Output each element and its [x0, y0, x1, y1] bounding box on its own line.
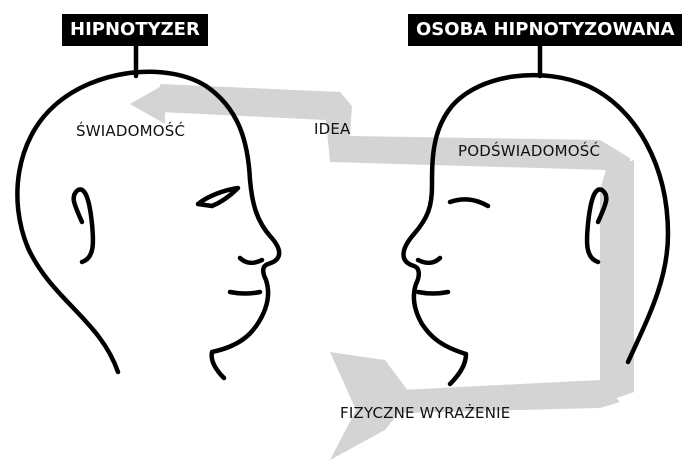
right-eye [450, 199, 488, 206]
hypnotist-tag: HIPNOTYZER [62, 14, 208, 46]
flow-band-top [160, 84, 630, 190]
right-mouth [418, 292, 448, 294]
hypnotized-person-tag: OSOBA HIPNOTYZOWANA [408, 14, 682, 46]
left-eye [198, 188, 238, 206]
flow-arrow-head-left [130, 84, 165, 124]
right-nose-line [418, 258, 440, 263]
physical-expression-label: FIZYCZNE WYRAŻENIE [340, 404, 510, 422]
left-head-outline [17, 72, 279, 378]
subconscious-label: PODŚWIADOMOŚĆ [458, 142, 600, 160]
left-mouth [230, 292, 260, 294]
left-ear [74, 189, 93, 262]
left-nose-line [240, 258, 262, 263]
consciousness-label: ŚWIADOMOŚĆ [76, 122, 185, 140]
idea-label: IDEA [314, 120, 351, 138]
